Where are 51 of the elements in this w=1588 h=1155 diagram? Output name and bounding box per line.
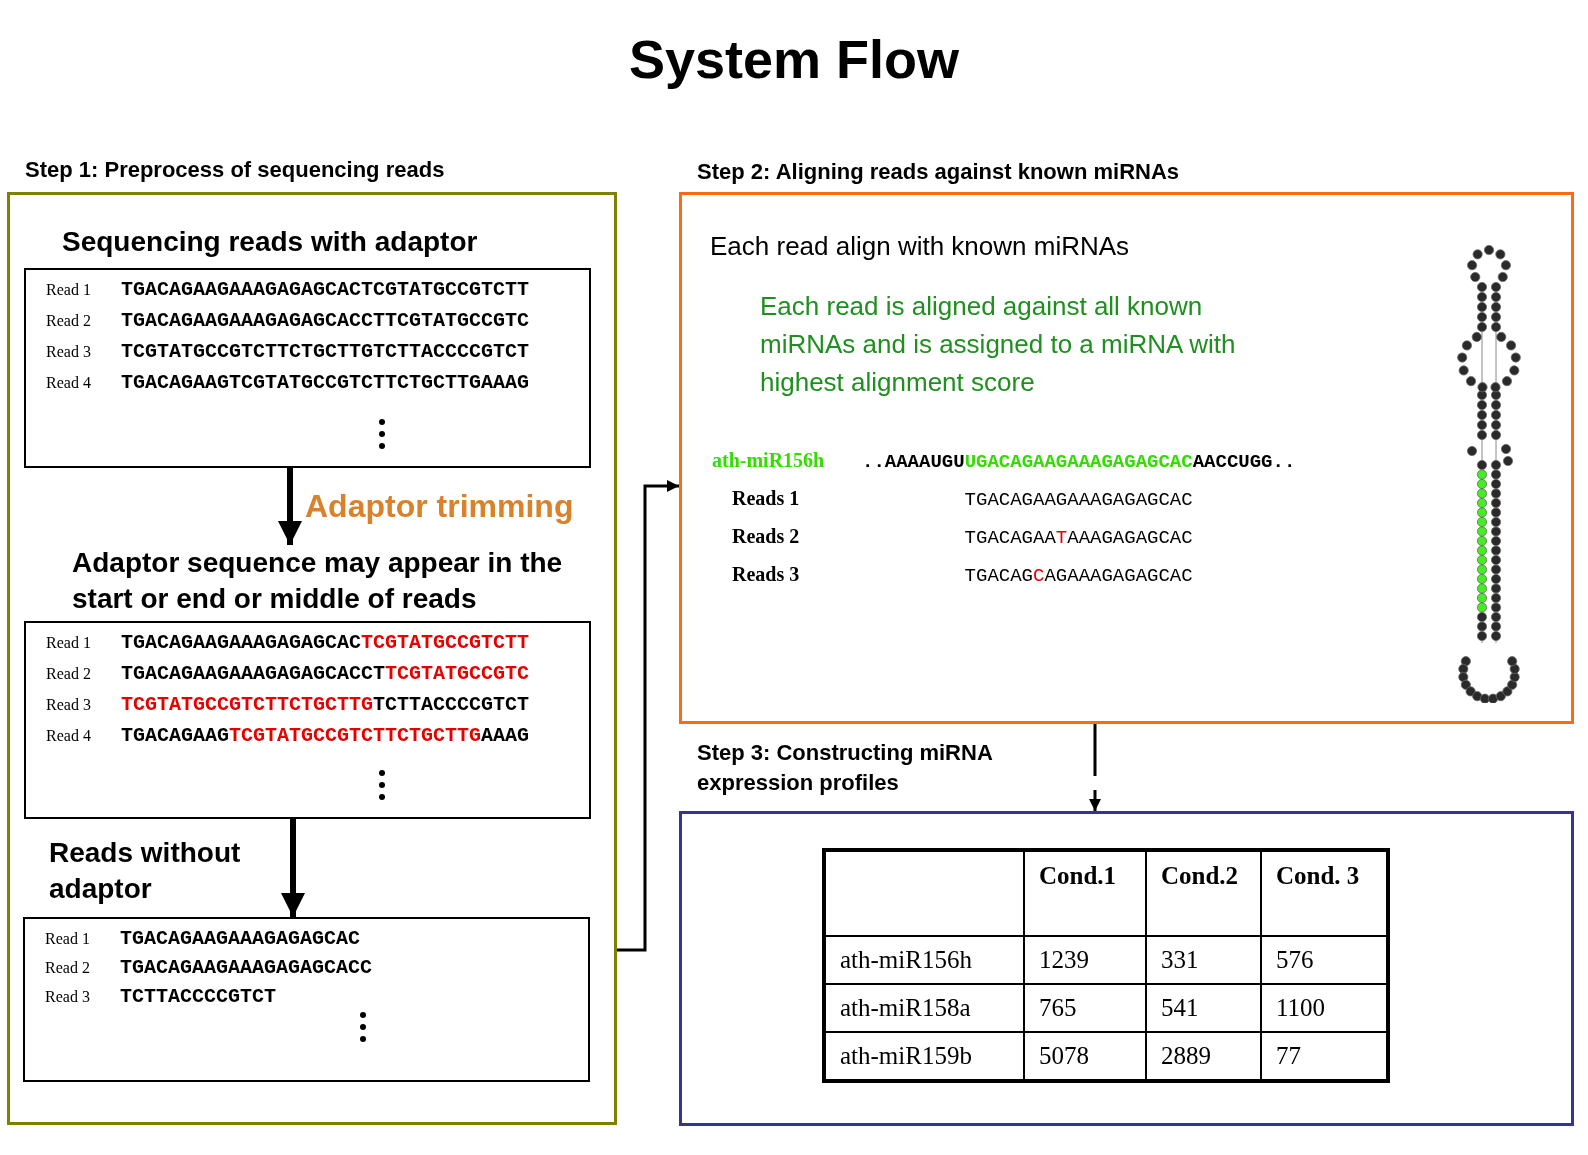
read-name: Read 2 bbox=[45, 959, 91, 977]
read-sequence: TGACAGAAGAAAGAGAGCACCTTCGTATGCCGTC bbox=[121, 662, 530, 685]
diagram-title: System Flow bbox=[628, 28, 960, 90]
read-name: Reads 3 bbox=[731, 563, 801, 586]
read-sequence: TCGTATGCCGTCTTCTGCTTGTCTTACCCCGTCT bbox=[121, 693, 530, 716]
arrow bbox=[617, 480, 679, 952]
read-sequence: TGACAGAAGAAAGAGAGCACCTTCGTATGCCGTC bbox=[121, 309, 530, 332]
mirna-name: ath-miR156h bbox=[824, 936, 1024, 984]
read-sequence: TGACAGAAGAAAGAGAGCACTCGTATGCCGTCTT bbox=[121, 278, 530, 301]
column-header: Cond.1 bbox=[1024, 850, 1146, 936]
step-heading: Step 2: Aligning reads against known miRNAs bbox=[697, 158, 1181, 186]
mirna-name: ath-miR158a bbox=[824, 984, 1024, 1032]
section-heading: Each read align with known miRNAs bbox=[710, 231, 1130, 262]
column-header: Cond.2 bbox=[1146, 850, 1261, 936]
box-heading: Sequencing reads with adaptor bbox=[62, 225, 479, 259]
read-sequence: TGACAGAAGAAAGAGAGCAC bbox=[120, 927, 362, 950]
mirna-name: ath-miR156h bbox=[712, 449, 826, 472]
read-sequence: TGACAGCAGAAAGAGAGCAC bbox=[964, 565, 1193, 587]
read-count: 541 bbox=[1146, 984, 1261, 1032]
read-name: Read 4 bbox=[46, 727, 92, 745]
read-sequence: TCGTATGCCGTCTTCTGCTTGTCTTACCCCGTCT bbox=[121, 340, 530, 363]
read-name: Read 3 bbox=[45, 988, 91, 1006]
read-name: Read 1 bbox=[46, 281, 92, 299]
read-sequence: TGACAGAATAAAGAGAGCAC bbox=[964, 527, 1193, 549]
read-name: Read 4 bbox=[46, 374, 92, 392]
read-name: Read 2 bbox=[46, 312, 92, 330]
read-name: Reads 1 bbox=[731, 487, 801, 510]
mirna-sequence: ..AAAAUGUUGACAGAAGAAAGAGAGCACAACCUGG.. bbox=[862, 451, 1296, 473]
arrow bbox=[281, 819, 305, 917]
read-count: 1239 bbox=[1024, 936, 1146, 984]
box-heading: Adaptor sequence may appear in the start or end or middle of reads bbox=[72, 546, 564, 616]
read-sequence: TCTTACCCCGTCT bbox=[120, 985, 278, 1008]
read-name: Read 1 bbox=[46, 634, 92, 652]
box-heading: Reads without adaptor bbox=[49, 836, 242, 906]
read-sequence: TGACAGAAGAAAGAGAGCACC bbox=[120, 956, 373, 979]
read-name: Reads 2 bbox=[731, 525, 801, 548]
read-name: Read 1 bbox=[45, 930, 91, 948]
description-text: Each read is aligned against all known miRNAs and is assigned to a miRNA with highest alignment score bbox=[760, 290, 1237, 399]
step-heading: Step 1: Preprocess of sequencing reads bbox=[25, 156, 446, 184]
read-sequence: TGACAGAAGAAAGAGAGCAC bbox=[964, 489, 1193, 511]
read-sequence: TGACAGAAGAAAGAGAGCACTCGTATGCCGTCTT bbox=[121, 631, 530, 654]
arrow bbox=[1089, 724, 1101, 811]
read-count: 331 bbox=[1146, 936, 1261, 984]
arrow bbox=[278, 468, 302, 545]
read-sequence: TGACAGAAGTCGTATGCCGTCTTCTGCTTGAAAG bbox=[121, 371, 530, 394]
read-count: 765 bbox=[1024, 984, 1146, 1032]
step-heading: Step 3: Constructing miRNA expression profiles bbox=[697, 739, 993, 797]
read-sequence: TGACAGAAGTCGTATGCCGTCTTCTGCTTGAAAG bbox=[121, 724, 530, 747]
read-name: Read 3 bbox=[46, 343, 92, 361]
read-name: Read 3 bbox=[46, 696, 92, 714]
read-name: Read 2 bbox=[46, 665, 92, 683]
